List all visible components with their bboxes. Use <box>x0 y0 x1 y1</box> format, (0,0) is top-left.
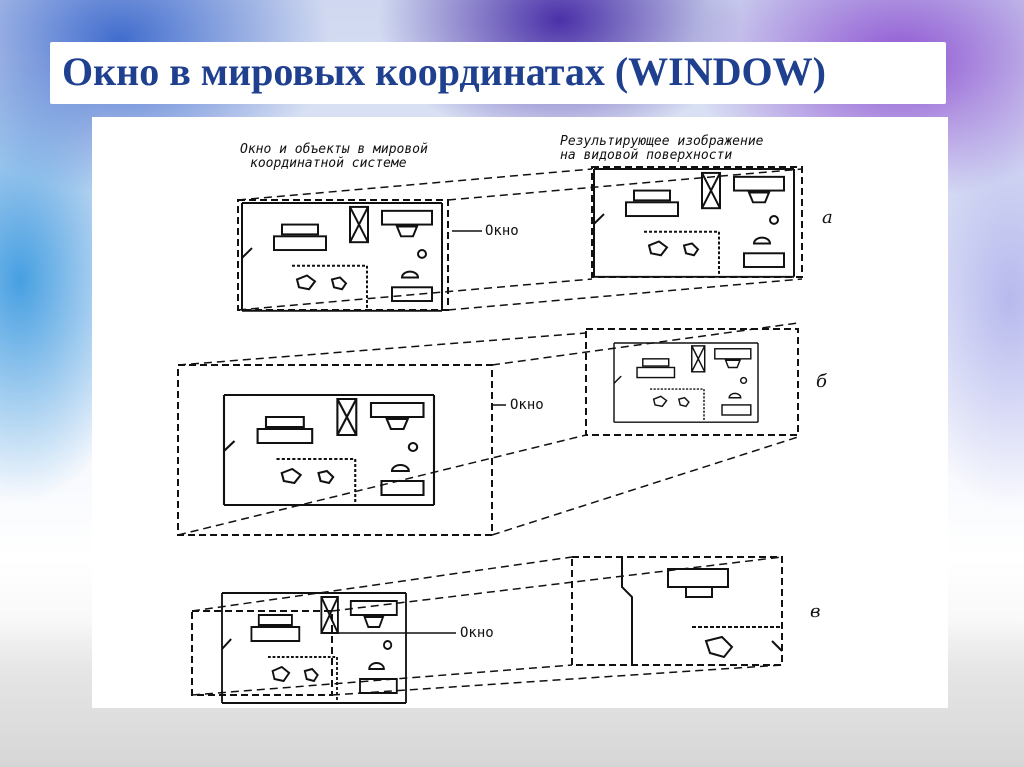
window-label-a: Окно <box>485 223 519 239</box>
panel-mark-a: а <box>822 207 833 228</box>
caption-world-1: Окно и объекты в мировой <box>240 142 428 157</box>
caption-result-1: Результирующее изображение <box>560 134 764 149</box>
window-frame-a <box>237 199 449 311</box>
projection-lines-a <box>237 168 803 311</box>
viewport-c <box>571 556 783 666</box>
panel-a: Окно и объекты в мировой координатной си… <box>237 134 833 312</box>
panel-mark-c: в <box>810 601 820 622</box>
caption-world-2: координатной системе <box>250 156 407 171</box>
title-bar: Окно в мировых координатах (WINDOW) <box>50 42 946 104</box>
diagram-svg: Окно и объекты в мировой координатной си… <box>177 134 833 704</box>
projection-lines-c <box>191 556 783 696</box>
window-label-c: Окно <box>460 625 494 641</box>
viewport-b <box>585 328 799 436</box>
window-frame-c <box>191 610 333 696</box>
window-label-b: Окно <box>510 397 544 413</box>
panel-mark-b: б <box>816 371 828 392</box>
window-diagram: Окно и объекты в мировой координатной си… <box>92 117 948 708</box>
panel-b: Окно б <box>177 322 828 536</box>
slide-title: Окно в мировых координатах (WINDOW) <box>62 49 826 94</box>
caption-result-2: на видовой поверхности <box>560 148 732 163</box>
panel-c: Окно в <box>191 556 820 704</box>
zoomed-room <box>621 557 783 665</box>
